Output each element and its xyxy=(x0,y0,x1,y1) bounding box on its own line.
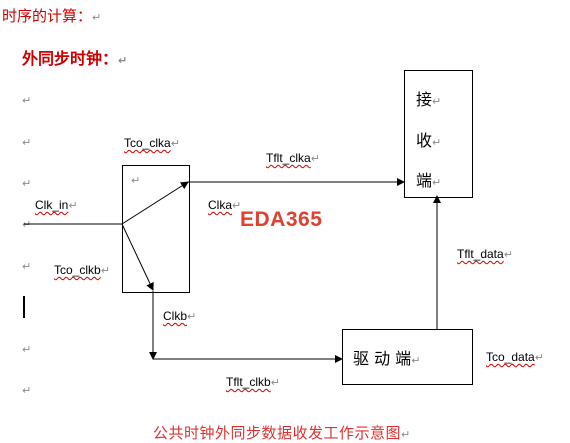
clka-branch-arrow xyxy=(121,181,189,225)
label-tflt-clka: Tflt_clka↵ xyxy=(266,151,320,165)
receiver-char-1: 接↵ xyxy=(416,90,442,109)
paragraph-mark: ↵ xyxy=(22,177,32,190)
paragraph-mark: ↵ xyxy=(22,384,32,397)
driver-label: 驱 动 端↵ xyxy=(353,349,421,368)
heading-external-sync-clock: 外同步时钟：↵ xyxy=(22,49,128,68)
paragraph-mark: ↵ xyxy=(22,94,32,107)
driver-box: 驱 动 端↵ xyxy=(342,329,473,385)
label-clka: Clka↵ xyxy=(208,198,242,212)
paragraph-mark: ↵ xyxy=(131,174,141,187)
paragraph-mark: ↵ xyxy=(22,136,32,149)
label-clkb: Clkb↵ xyxy=(163,309,197,323)
label-tco-clkb: Tco_clkb↵ xyxy=(54,263,110,277)
label-tco-clka: Tco_clka↵ xyxy=(124,136,180,150)
label-clk-in: Clk_in↵ xyxy=(35,198,78,212)
receiver-char-2: 收↵ xyxy=(416,131,442,150)
label-tco-data: Tco_data↵ xyxy=(486,350,544,364)
heading-timing-calculation: 时序的计算：↵ xyxy=(2,7,102,25)
diagram-caption: 公共时钟外同步数据收发工作示意图↵ xyxy=(153,424,411,442)
paragraph-mark: ↵ xyxy=(22,260,32,273)
receiver-box: 接↵ 收↵ 端↵ xyxy=(404,70,473,198)
receiver-char-3: 端↵ xyxy=(416,171,442,190)
label-tflt-data: Tflt_data↵ xyxy=(457,247,513,261)
label-tflt-clkb: Tflt_clkb↵ xyxy=(226,375,280,389)
watermark-eda365: EDA365 xyxy=(240,208,323,231)
clkb-branch-arrow xyxy=(121,223,154,291)
clock-source-box: ↵ xyxy=(122,165,190,293)
paragraph-mark: ↵ xyxy=(22,343,32,356)
text-cursor[interactable] xyxy=(23,296,25,318)
